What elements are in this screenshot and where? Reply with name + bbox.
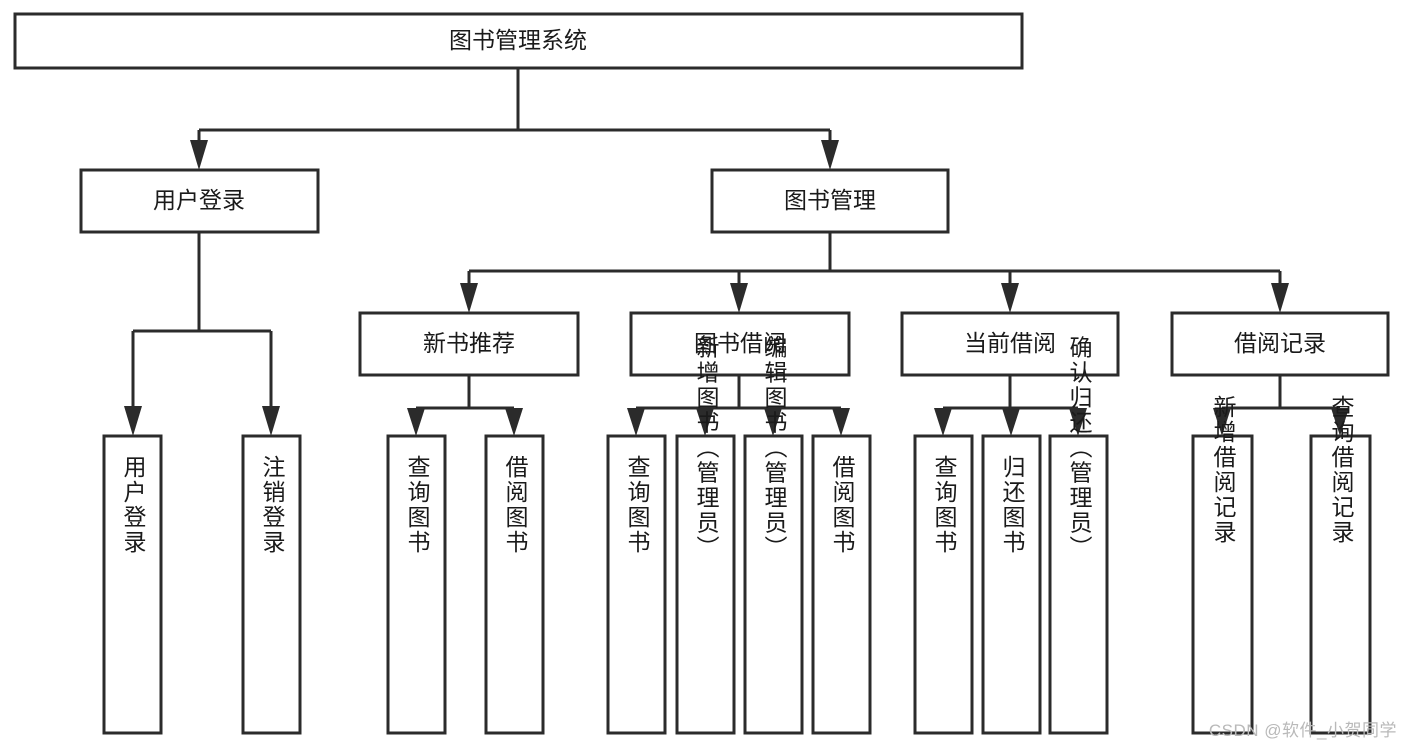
leaf-user-login-1[interactable]: 用户登录: [102, 434, 163, 735]
node-root-box[interactable]: [13, 12, 1024, 70]
node-book-borrow[interactable]: 图书借阅: [629, 311, 851, 377]
arrow-to-leaf-logout: [262, 406, 280, 436]
leaf-user-login-2[interactable]: 注销登录: [241, 434, 302, 735]
leaf-book-borrow-3-box[interactable]: [743, 434, 804, 735]
arrow-current-leaf-2: [1002, 408, 1020, 436]
arrow-recommend-leaf-2: [505, 408, 523, 436]
leaf-current-borrow-1-box[interactable]: [913, 434, 974, 735]
arrow-borrow-leaf-1: [627, 408, 645, 436]
leaf-current-borrow-3[interactable]: 确认归还（管理员）: [1048, 336, 1109, 735]
leaf-book-borrow-4-box[interactable]: [811, 434, 872, 735]
node-user-login-box[interactable]: [79, 168, 320, 234]
leaf-book-borrow-2-label: 新增图书（管理员）: [693, 336, 720, 561]
node-user-login[interactable]: 用户登录: [79, 168, 320, 234]
leaf-recommend-1-box[interactable]: [386, 434, 447, 735]
leaf-user-login-1-label: 用户登录: [120, 455, 147, 555]
leaf-current-borrow-2-label: 归还图书: [999, 455, 1026, 555]
arrow-to-new-book-recommend: [460, 283, 478, 313]
arrow-recommend-leaf-1: [407, 408, 425, 436]
leaf-borrow-record-1[interactable]: 新增借阅记录: [1191, 395, 1254, 735]
arrow-borrow-leaf-3: [764, 408, 782, 436]
connector-layer: [124, 68, 1349, 436]
leaf-borrow-record-2-box[interactable]: [1309, 434, 1372, 735]
node-root-label: 图书管理系统: [449, 27, 587, 53]
arrow-record-leaf-1: [1213, 408, 1231, 436]
node-current-borrow[interactable]: 当前借阅: [900, 311, 1120, 377]
leaf-book-borrow-3[interactable]: 编辑图书（管理员）: [743, 336, 804, 735]
node-user-login-label: 用户登录: [153, 187, 245, 213]
leaf-user-login-2-box[interactable]: [241, 434, 302, 735]
leaf-current-borrow-2-box[interactable]: [981, 434, 1042, 735]
leaf-current-borrow-3-label: 确认归还（管理员）: [1066, 336, 1093, 561]
node-new-book-recommend[interactable]: 新书推荐: [358, 311, 580, 377]
leaf-book-borrow-1[interactable]: 查询图书: [606, 434, 667, 735]
node-new-book-recommend-label: 新书推荐: [423, 330, 515, 356]
leaf-recommend-1-label: 查询图书: [404, 455, 431, 555]
leaf-recommend-2-box[interactable]: [484, 434, 545, 735]
leaf-book-borrow-2-box[interactable]: [675, 434, 736, 735]
leaf-current-borrow-2[interactable]: 归还图书: [981, 434, 1042, 735]
leaf-recommend-2[interactable]: 借阅图书: [484, 434, 545, 735]
arrow-to-borrow-record: [1271, 283, 1289, 313]
node-borrow-record[interactable]: 借阅记录: [1170, 311, 1390, 377]
node-current-borrow-label: 当前借阅: [964, 330, 1056, 356]
arrow-to-book-mgmt: [821, 140, 839, 170]
leaf-current-borrow-1[interactable]: 查询图书: [913, 434, 974, 735]
arrow-current-leaf-1: [934, 408, 952, 436]
node-book-borrow-box[interactable]: [629, 311, 851, 377]
leaf-book-borrow-4-label: 借阅图书: [829, 455, 856, 555]
arrow-borrow-leaf-4: [832, 408, 850, 436]
arrow-to-book-borrow: [730, 283, 748, 313]
node-borrow-record-label: 借阅记录: [1234, 330, 1326, 356]
leaf-borrow-record-2-label: 查询借阅记录: [1328, 395, 1355, 545]
leaf-user-login-1-box[interactable]: [102, 434, 163, 735]
node-root[interactable]: 图书管理系统: [13, 12, 1024, 70]
arrow-to-user-login: [190, 140, 208, 170]
leaf-book-borrow-3-label: 编辑图书（管理员）: [761, 336, 788, 561]
node-new-book-recommend-box[interactable]: [358, 311, 580, 377]
leaf-book-borrow-1-label: 查询图书: [624, 455, 651, 555]
arrow-to-current-borrow: [1001, 283, 1019, 313]
watermark-label: CSDN @软件_小贺同学: [1208, 721, 1397, 740]
leaf-recommend-2-label: 借阅图书: [502, 455, 529, 555]
node-book-management[interactable]: 图书管理: [710, 168, 950, 234]
leaf-book-borrow-4[interactable]: 借阅图书: [811, 434, 872, 735]
leaf-borrow-record-2[interactable]: 查询借阅记录: [1309, 395, 1372, 735]
leaf-user-login-2-label: 注销登录: [259, 455, 286, 555]
leaf-current-borrow-1-label: 查询图书: [931, 455, 958, 555]
leaf-borrow-record-1-label: 新增借阅记录: [1210, 395, 1237, 545]
arrow-borrow-leaf-2: [696, 408, 714, 436]
leaf-book-borrow-2[interactable]: 新增图书（管理员）: [675, 336, 736, 735]
arrow-current-leaf-3: [1069, 408, 1087, 436]
leaf-current-borrow-3-box[interactable]: [1048, 434, 1109, 735]
node-book-management-box[interactable]: [710, 168, 950, 234]
arrow-record-leaf-2: [1331, 408, 1349, 436]
node-borrow-record-box[interactable]: [1170, 311, 1390, 377]
leaf-recommend-1[interactable]: 查询图书: [386, 434, 447, 735]
node-current-borrow-box[interactable]: [900, 311, 1120, 377]
arrow-to-leaf-user-login: [124, 406, 142, 436]
leaf-book-borrow-1-box[interactable]: [606, 434, 667, 735]
node-book-borrow-label: 图书借阅: [694, 330, 786, 356]
node-book-management-label: 图书管理: [784, 187, 876, 213]
leaf-borrow-record-1-box[interactable]: [1191, 434, 1254, 735]
